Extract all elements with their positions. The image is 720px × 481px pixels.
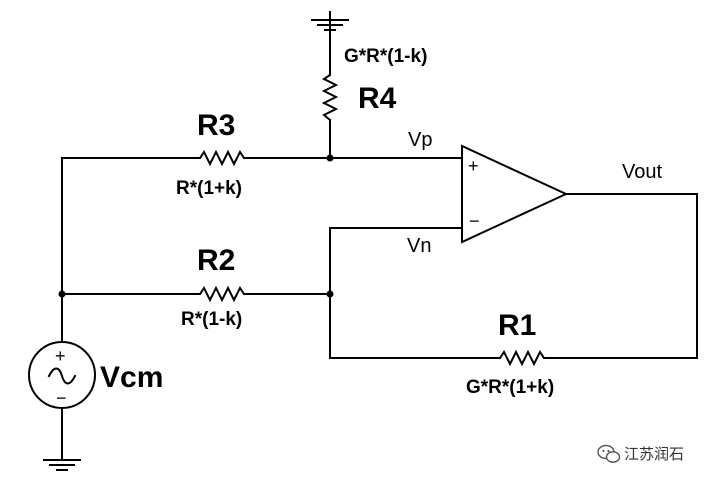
label-r1: R1 bbox=[498, 309, 536, 342]
opamp-plus-sign: + bbox=[468, 156, 479, 176]
opamp-triangle[interactable] bbox=[461, 144, 569, 244]
node-label-vout: Vout bbox=[622, 161, 662, 183]
source-minus-sign: − bbox=[56, 388, 67, 408]
source-plus-sign: + bbox=[55, 346, 66, 366]
opamp-minus-sign: − bbox=[469, 211, 480, 231]
resistor-r2[interactable] bbox=[199, 285, 245, 303]
label-r3: R3 bbox=[197, 109, 235, 142]
label-r4: R4 bbox=[358, 82, 397, 115]
watermark-text: 江苏润石 bbox=[624, 445, 684, 463]
node-label-vn: Vn bbox=[407, 235, 431, 257]
ground-symbol-bottom bbox=[43, 459, 81, 471]
resistor-r4[interactable] bbox=[321, 74, 339, 121]
wechat-icon bbox=[597, 444, 621, 463]
resistor-r1[interactable] bbox=[499, 349, 545, 367]
label-vcm: Vcm bbox=[100, 361, 163, 394]
label-r2: R2 bbox=[197, 244, 235, 277]
resistor-r3[interactable] bbox=[199, 149, 245, 167]
value-r3: R*(1+k) bbox=[176, 178, 242, 199]
value-r1: G*R*(1+k) bbox=[466, 377, 554, 398]
ac-source-vcm[interactable]: + − bbox=[28, 341, 96, 409]
value-r2: R*(1-k) bbox=[181, 309, 242, 330]
value-r4: G*R*(1-k) bbox=[344, 46, 427, 67]
watermark: 江苏润石 bbox=[597, 444, 684, 463]
node-label-vp: Vp bbox=[408, 129, 432, 151]
junction-vp bbox=[326, 154, 334, 162]
